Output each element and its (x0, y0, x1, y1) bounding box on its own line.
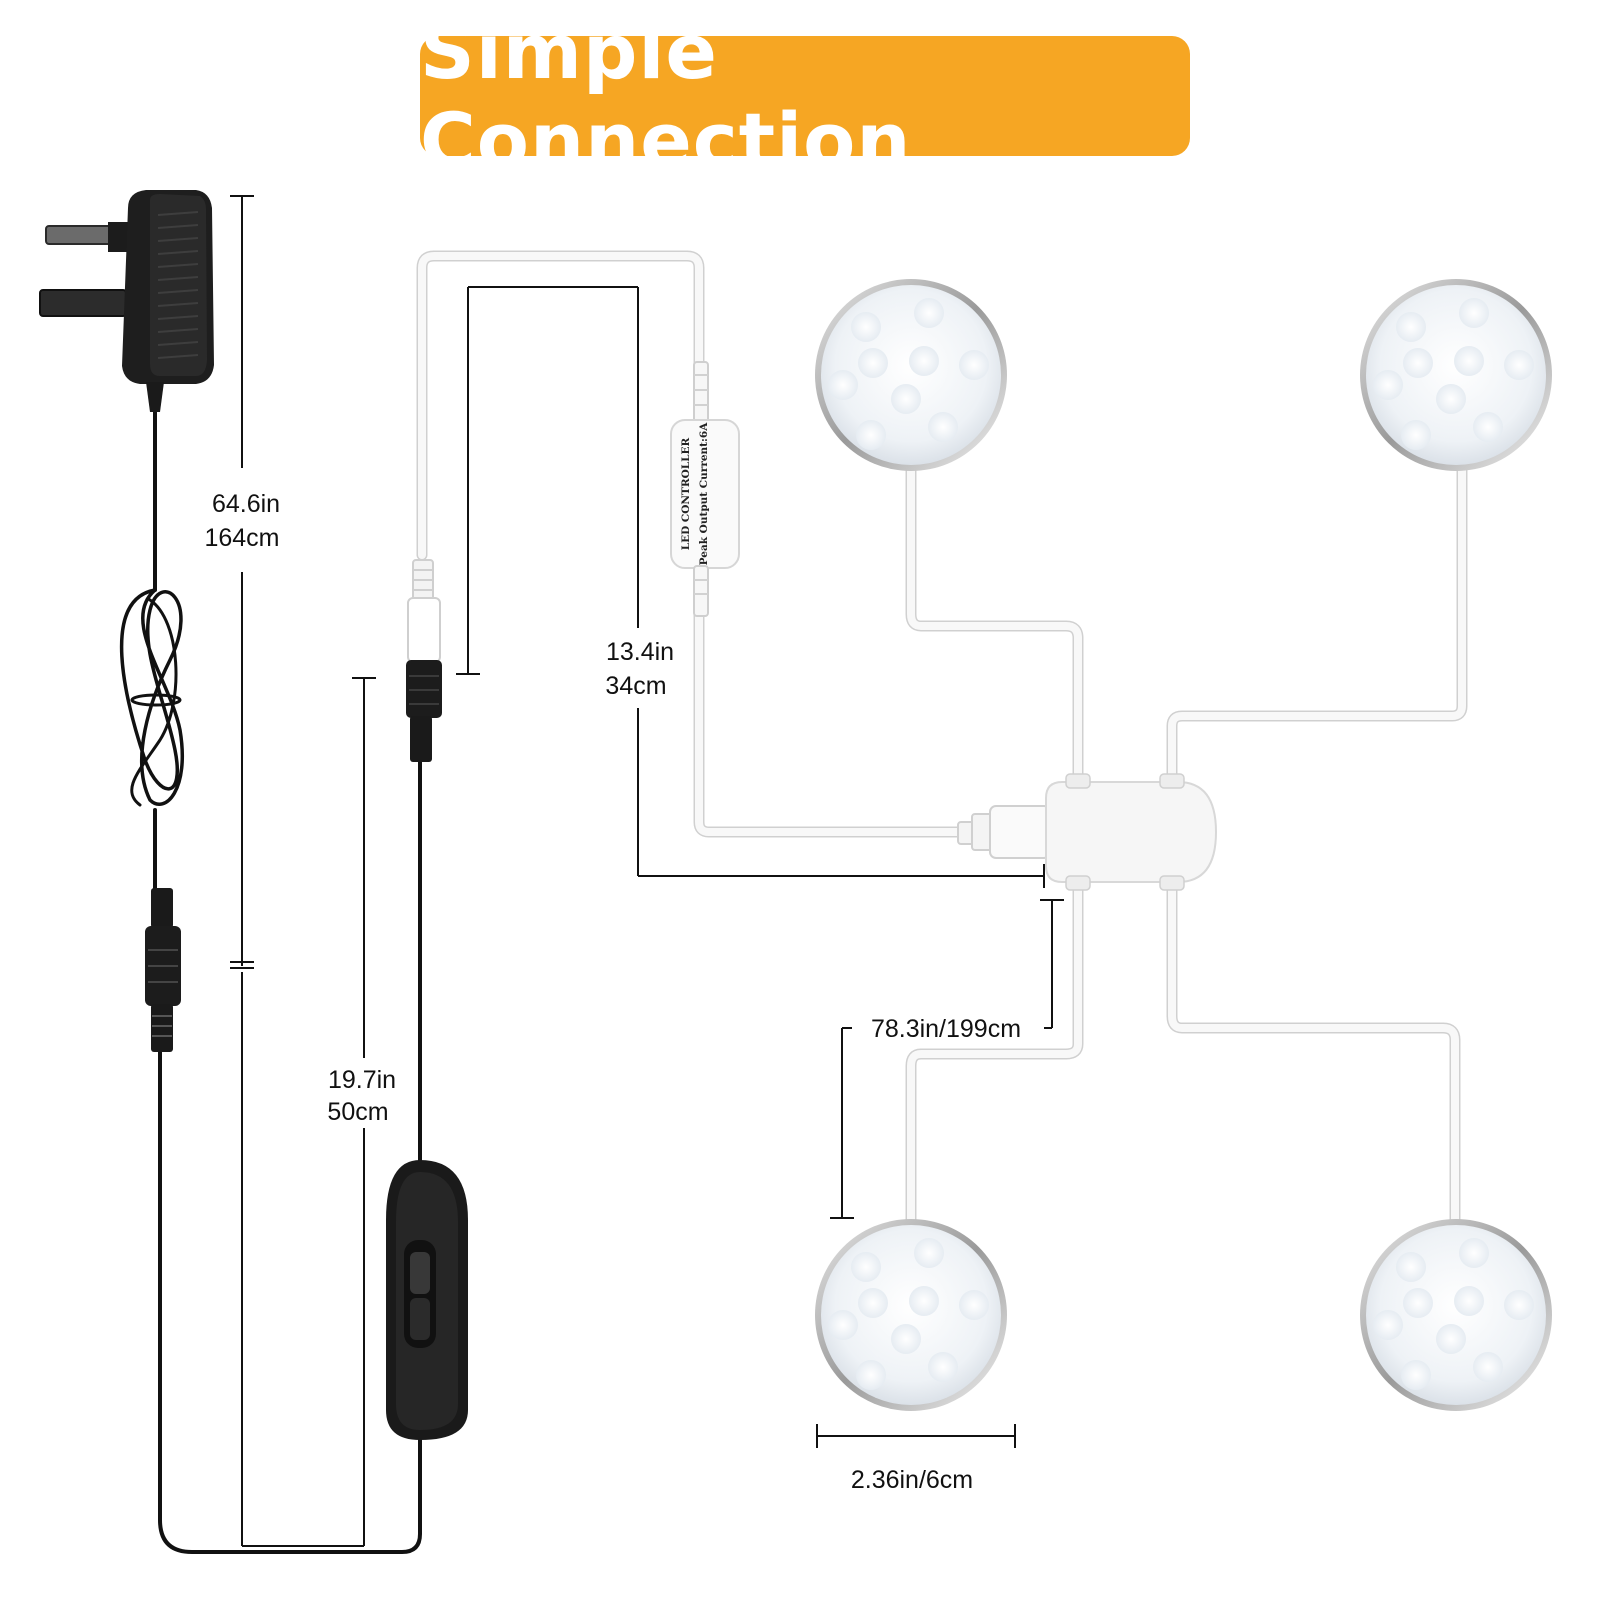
led-controller-icon: LED CONTROLLER Peak Output Current:6A (670, 361, 740, 617)
controller-cable-length-imperial: 13.4in (606, 638, 674, 666)
puck-diameter: 2.36in/6cm (851, 1466, 973, 1494)
puck-light-icon (1360, 279, 1552, 471)
white-cables (416, 250, 1468, 1226)
dc-connector-icon (145, 888, 181, 1052)
adapter-cable-length-imperial: 64.6in (212, 490, 280, 518)
switch-cable-length-metric: 50cm (327, 1098, 388, 1126)
controller-cable-length-metric: 34cm (605, 672, 666, 700)
splitter-hub-icon (957, 773, 1218, 891)
puck-cable-length: 78.3in/199cm (871, 1015, 1021, 1043)
cable-tie (130, 693, 182, 707)
black-cables (119, 378, 422, 1554)
barrel-connector-icon (406, 559, 442, 762)
power-adapter-icon (39, 190, 214, 412)
controller-label-line1: LED CONTROLLER (680, 438, 692, 551)
switch-cable-length-imperial: 19.7in (328, 1066, 396, 1094)
controller-label-line2: Peak Output Current:6A (698, 422, 710, 566)
inline-switch-icon (386, 1160, 468, 1440)
title-banner: Simple Connection (420, 7, 1190, 185)
puck-light-icon (1360, 1219, 1552, 1411)
dimension-lines (230, 195, 1064, 1547)
page-title: Simple Connection (420, 7, 912, 185)
puck-light-icon (815, 1219, 1007, 1411)
adapter-cable-length-metric: 164cm (204, 524, 279, 552)
puck-light-icon (815, 279, 1007, 471)
